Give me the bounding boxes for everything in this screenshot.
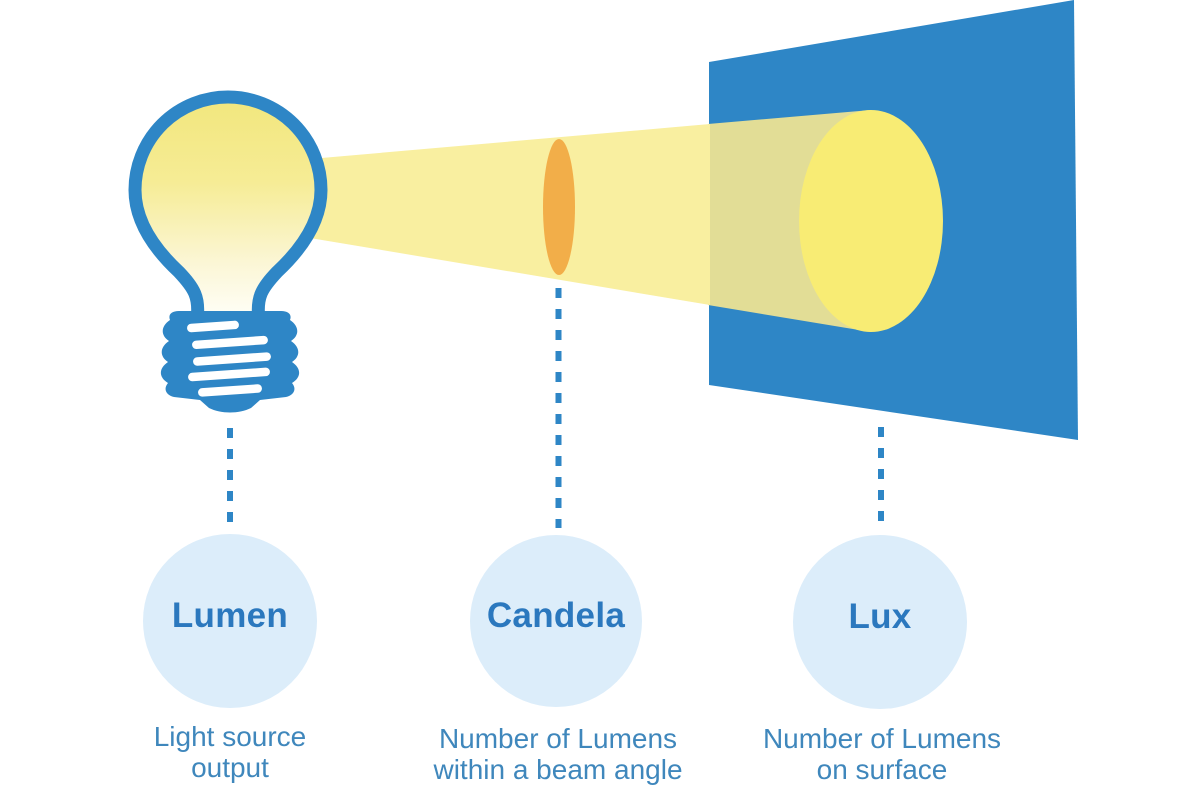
lumen-title: Lumen	[171, 596, 289, 635]
lux-description-line1: Number of Lumens	[762, 723, 1002, 754]
lux-title: Lux	[848, 597, 912, 636]
candela-description: Number of Lumens within a beam angle	[398, 723, 718, 785]
lux-description-line2: on surface	[816, 754, 948, 785]
lux-description: Number of Lumens on surface	[722, 723, 1042, 785]
beam-cross-section-ellipse	[543, 139, 575, 275]
lumen-circle: Lumen	[143, 534, 317, 708]
light-beam	[310, 124, 710, 305]
light-spot-ellipse	[799, 110, 943, 332]
candela-description-line2: within a beam angle	[433, 754, 683, 785]
bulb-glass	[128, 90, 328, 327]
lumen-description: Light source output	[70, 721, 390, 783]
bulb-screw-thread	[187, 320, 271, 397]
lumen-description-line2: output	[191, 752, 269, 783]
candela-title: Candela	[486, 596, 626, 635]
candela-description-line1: Number of Lumens	[438, 723, 678, 754]
lumen-description-line1: Light source	[153, 721, 307, 752]
candela-circle: Candela	[470, 535, 642, 707]
light-bulb-icon	[128, 90, 328, 413]
lux-circle: Lux	[793, 535, 967, 709]
